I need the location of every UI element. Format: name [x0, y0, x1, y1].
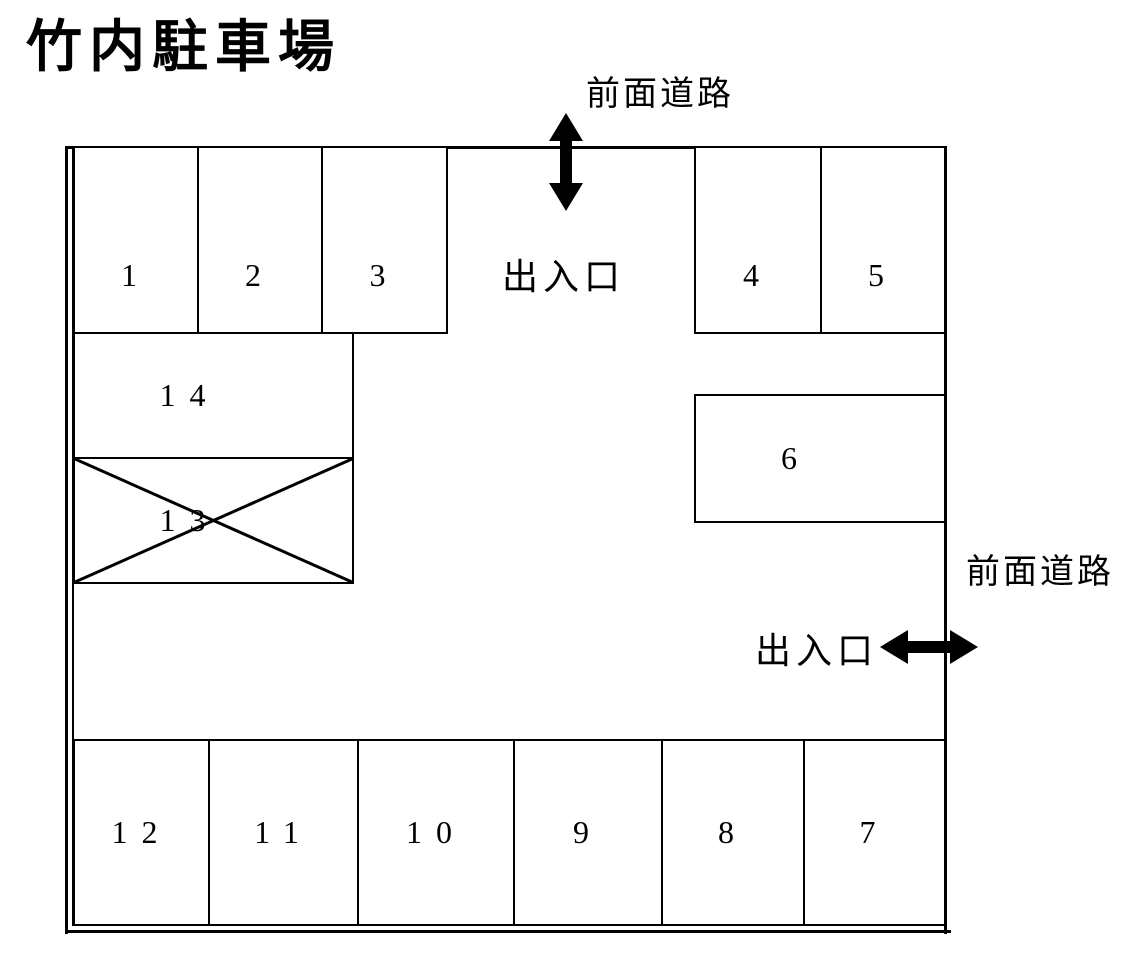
space-number-label: 13: [159, 502, 220, 538]
space-number-label: 11: [254, 814, 313, 850]
cross-out-marker: [75, 459, 352, 582]
space-number-label: 9: [573, 814, 603, 850]
boundary-bottom-outer-line: [65, 930, 951, 933]
parking-space-13: 13: [73, 457, 354, 584]
parking-space-4: 4: [694, 146, 822, 334]
right-entrance-arrow-icon: [880, 630, 978, 664]
parking-space-6: 6: [694, 394, 946, 523]
parking-space-8: 8: [661, 739, 805, 926]
parking-space-3: 3: [321, 146, 448, 334]
parking-space-2: 2: [197, 146, 323, 334]
parking-space-5: 5: [820, 146, 946, 334]
parking-space-11: 11: [208, 739, 359, 926]
space-number-label: 8: [718, 814, 748, 850]
boundary-top-line: [66, 146, 946, 149]
top-entrance-label: 出入口: [502, 257, 626, 297]
parking-space-14: 14: [73, 332, 354, 459]
space-number-label: 14: [159, 377, 220, 413]
boundary-right-line: [944, 146, 947, 934]
parking-space-10: 10: [357, 739, 515, 926]
space-number-label: 6: [781, 440, 811, 476]
space-number-label: 10: [406, 814, 466, 850]
parking-space-7: 7: [803, 739, 946, 926]
top-entrance-arrow-icon: [549, 113, 583, 211]
parking-space-12: 12: [73, 739, 210, 926]
space-number-label: 1: [121, 257, 151, 293]
parking-space-9: 9: [513, 739, 663, 926]
right-road-label: 前面道路: [966, 554, 1114, 591]
top-road-label: 前面道路: [586, 76, 734, 113]
space-number-label: 7: [859, 814, 890, 850]
space-number-label: 2: [245, 257, 275, 293]
boundary-left-outer-line: [65, 146, 68, 934]
page-title: 竹内駐車場: [26, 17, 341, 79]
right-entrance-label: 出入口: [755, 631, 879, 671]
space-number-label: 4: [743, 257, 773, 293]
parking-space-1: 1: [73, 146, 199, 334]
space-number-label: 5: [868, 257, 898, 293]
space-number-label: 12: [111, 814, 172, 850]
space-number-label: 3: [369, 257, 400, 293]
